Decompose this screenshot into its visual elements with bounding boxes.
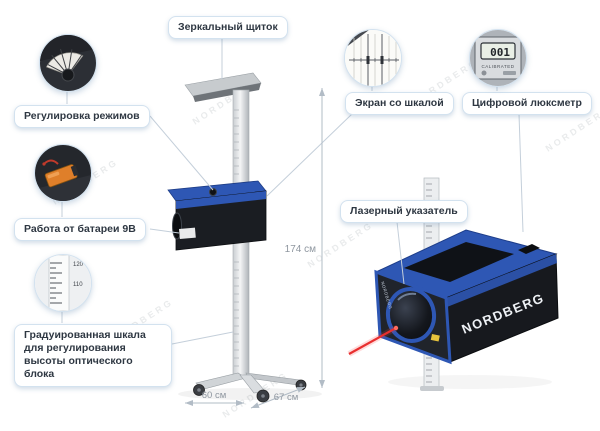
connector-line bbox=[396, 221, 405, 285]
connector-line bbox=[149, 228, 180, 234]
connector-line bbox=[266, 113, 353, 197]
depth-dimension-label: 60 см bbox=[202, 390, 227, 401]
callout-label-laser-pointer: Лазерный указатель bbox=[340, 200, 468, 224]
dimension-annotations: 174 см 60 см 67 см bbox=[185, 88, 325, 409]
mode-dial-knob bbox=[209, 188, 217, 196]
callout-label-battery: Работа от батареи 9В bbox=[14, 218, 146, 242]
main-device-illustration bbox=[167, 72, 307, 403]
head-unit-sticker bbox=[178, 227, 196, 239]
lens-glint bbox=[397, 292, 417, 301]
callout-photo-battery bbox=[34, 144, 92, 202]
callout-photo-graduated-scale: 120 110 bbox=[34, 254, 92, 312]
head-unit-blue-band bbox=[176, 191, 266, 209]
width-dimension-line bbox=[250, 386, 306, 409]
lux-meter-calibration-text: CALIBRATED bbox=[482, 64, 515, 69]
lux-meter-lcd bbox=[480, 42, 516, 60]
scale-mark-label: 120 bbox=[73, 262, 84, 268]
mode-dial-graphic bbox=[45, 48, 84, 82]
callout-label-mirror-shield: Зеркальный щиток bbox=[168, 16, 288, 40]
lens bbox=[385, 287, 437, 343]
callout-photo-mode-adjustment bbox=[39, 34, 97, 92]
optical-block-top-window bbox=[404, 242, 514, 282]
ground-shadow bbox=[388, 375, 552, 389]
connector-line bbox=[149, 115, 214, 191]
lux-meter-button bbox=[481, 70, 487, 76]
connector-line bbox=[171, 331, 234, 345]
mirror-shield-underside bbox=[193, 83, 261, 102]
laser-dot bbox=[393, 325, 399, 331]
callout-photo-lux-meter: 001 CALIBRATED bbox=[469, 29, 527, 87]
callout-label-screen-scale: Экран со шкалой bbox=[345, 92, 454, 116]
connector-line bbox=[518, 113, 524, 233]
column-scale-ticks bbox=[234, 109, 239, 175]
laser-beam bbox=[348, 327, 397, 355]
height-dimension-label: 174 см bbox=[285, 244, 316, 255]
warning-sticker bbox=[430, 333, 440, 342]
callout-label-graduated-scale: Градуированная шкала для регулирования в… bbox=[14, 324, 172, 387]
optical-block-handle bbox=[518, 244, 540, 254]
callout-photo-screen-scale bbox=[344, 29, 402, 87]
column-scale-ticks bbox=[234, 261, 239, 367]
callout-label-lux-meter: Цифровой люксметр bbox=[462, 92, 592, 116]
lux-meter-switch bbox=[503, 71, 516, 75]
width-dimension-label: 67 см bbox=[274, 392, 299, 403]
callout-label-mode-adjustment: Регулировка режимов bbox=[14, 105, 150, 129]
scale-column-foot bbox=[420, 386, 444, 391]
battery-graphic bbox=[44, 164, 79, 188]
optical-block-side-stripe bbox=[446, 254, 557, 307]
optical-block-illustration: NORDBERG NORDBERG bbox=[347, 177, 559, 391]
watermark-text: NORDBERG bbox=[306, 220, 376, 270]
scale-mark-label: 110 bbox=[73, 282, 83, 288]
lux-meter-reading: 001 bbox=[490, 46, 510, 59]
connector-lines bbox=[61, 38, 524, 345]
